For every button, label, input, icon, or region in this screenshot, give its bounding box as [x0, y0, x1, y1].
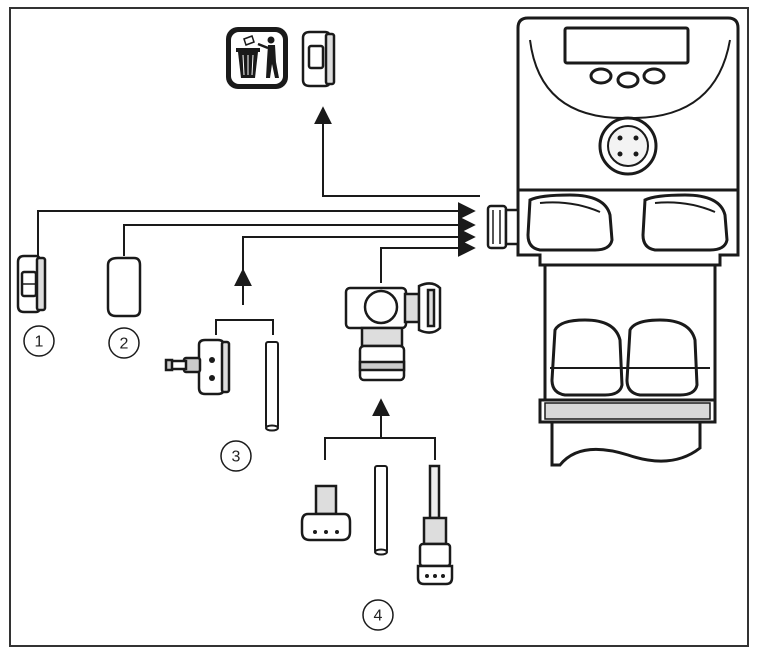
callout-4: 4 — [362, 599, 394, 631]
item-4-tube — [374, 465, 388, 556]
side-port — [486, 204, 508, 250]
callout-3: 3 — [220, 440, 252, 472]
device-button-middle — [616, 71, 640, 89]
callout-4-label: 4 — [374, 608, 383, 625]
sensor-device — [486, 16, 740, 467]
item-2-cap — [106, 256, 142, 318]
arrow-item-1 — [37, 202, 476, 258]
removed-plug-part — [301, 30, 336, 88]
arrow-item-2 — [123, 216, 476, 256]
item-4-screw-plug — [300, 484, 352, 542]
lower-gland-right — [625, 318, 699, 397]
lower-gland-left — [550, 318, 624, 397]
item-1-plug — [16, 254, 47, 314]
callout-1-label: 1 — [35, 334, 44, 351]
connection-lines — [37, 106, 480, 460]
outer-border — [9, 7, 749, 647]
arrow-to-disposal — [314, 106, 480, 197]
waste-bin-disposal-icon — [226, 27, 288, 89]
callout-2: 2 — [108, 327, 140, 359]
display-window — [563, 26, 690, 65]
item-3-adapter — [164, 338, 231, 396]
arrow-item-4 — [380, 239, 476, 283]
callout-2-label: 2 — [120, 336, 129, 353]
item-4-sensor-probe — [416, 464, 454, 586]
item-3-tube — [265, 341, 279, 432]
device-base — [550, 420, 702, 467]
device-button-right — [642, 67, 666, 85]
callout-3-label: 3 — [232, 449, 241, 466]
item-4-t-adapter — [344, 282, 442, 382]
device-button-left — [589, 67, 613, 85]
callout-1: 1 — [23, 325, 55, 357]
